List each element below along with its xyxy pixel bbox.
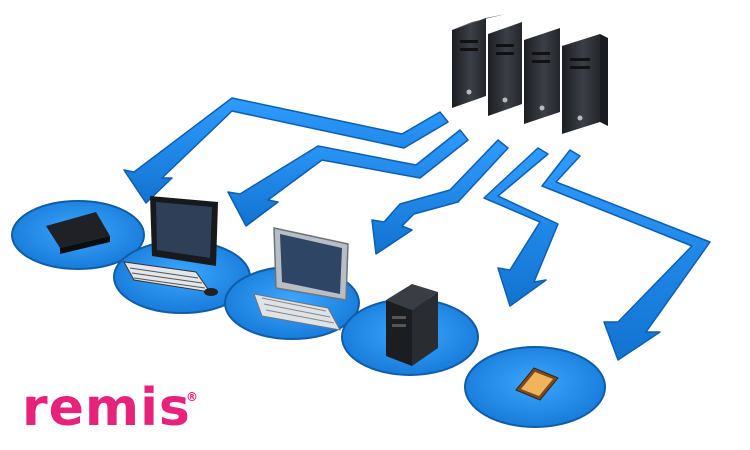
tower-pc-icon (386, 284, 438, 366)
arrow-to-desktop (227, 129, 469, 227)
smartphone-icon (515, 367, 559, 401)
platforms (11, 200, 606, 428)
remis-logo: remis (22, 378, 191, 438)
set-top-box-icon (46, 212, 110, 254)
server-icon (524, 28, 560, 124)
desktop-computer-icon (123, 196, 218, 296)
server-icon (562, 34, 608, 134)
arrow-to-set-top-box (123, 97, 449, 204)
laptop-icon (253, 227, 349, 331)
arrow-to-phone (541, 149, 711, 361)
server-icon (488, 22, 522, 116)
server-icon (452, 14, 506, 108)
arrow-to-laptop (371, 139, 509, 255)
registered-mark: ® (186, 390, 198, 404)
server-rack (452, 14, 608, 134)
arrows (123, 97, 711, 361)
arrow-to-tower (483, 147, 559, 307)
